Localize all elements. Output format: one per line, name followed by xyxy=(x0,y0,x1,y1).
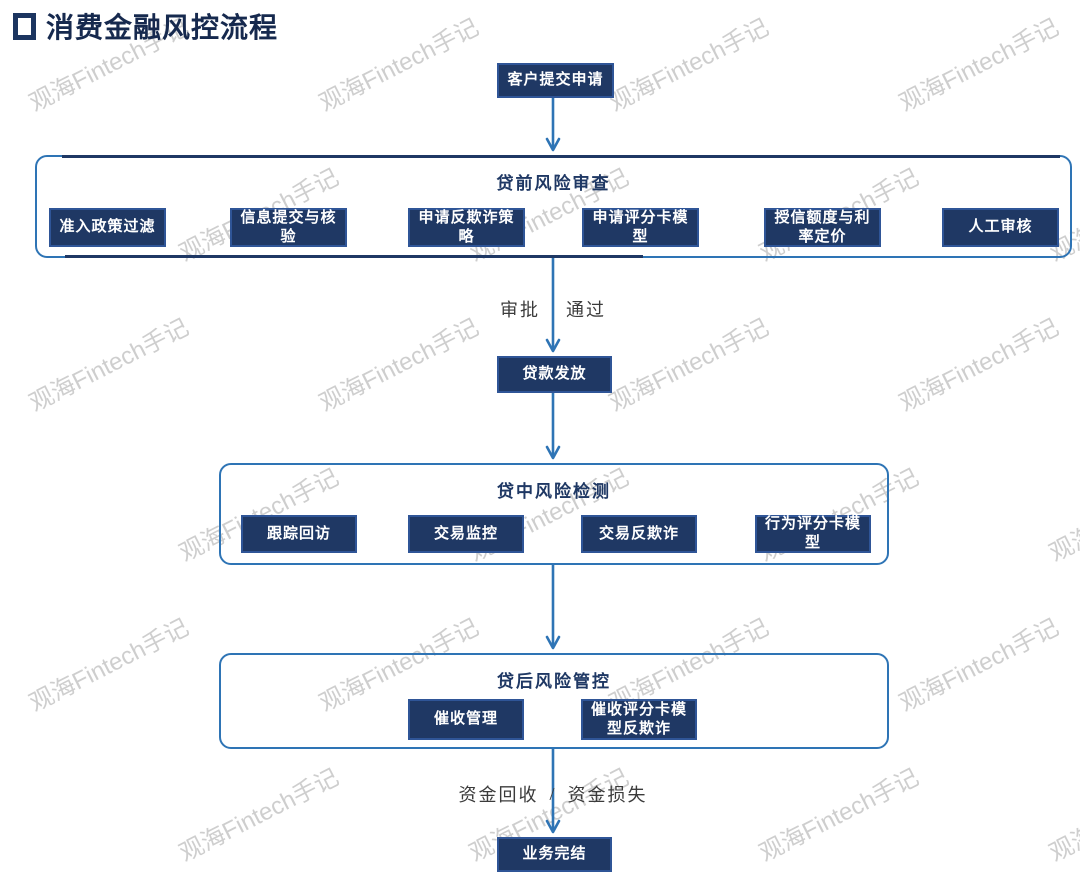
flow-label-outcome-right: 资金损失 xyxy=(567,785,648,805)
box-behavior-scorecard-model: 行为评分卡模 型 xyxy=(755,515,871,553)
node-loan-disbursement: 贷款发放 xyxy=(497,356,612,393)
box-followup-visit: 跟踪回访 xyxy=(241,515,357,553)
box-transaction-monitoring: 交易监控 xyxy=(408,515,524,553)
square-bullet-icon xyxy=(13,12,36,40)
box-collection-management: 催收管理 xyxy=(408,699,524,740)
flow-label-outcome-slash: / xyxy=(549,783,557,804)
box-collection-scorecard-antifraud: 催收评分卡模 型反欺诈 xyxy=(581,699,697,740)
flow-label-outcome: 资金回收 / 资金损失 xyxy=(413,781,693,807)
stage-preloan-review: 贷前风险审查 准入政策过滤 信息提交与核 验 申请反欺诈策 略 申请评分卡模 型… xyxy=(35,155,1072,258)
box-transaction-antifraud: 交易反欺诈 xyxy=(581,515,697,553)
flow-label-approval-left: 审批 xyxy=(500,300,540,320)
title-bar: 消费金融风控流程 xyxy=(13,6,278,46)
flow-label-outcome-left: 资金回收 xyxy=(458,785,539,805)
stage-midloan-monitoring: 贷中风险检测 跟踪回访 交易监控 交易反欺诈 行为评分卡模 型 xyxy=(219,463,889,565)
node-business-complete: 业务完结 xyxy=(497,837,612,872)
stage-bottom-line xyxy=(65,255,644,258)
flow-label-approval-right: 通过 xyxy=(566,300,606,320)
box-info-submission-verification: 信息提交与核 验 xyxy=(230,208,347,247)
stage-title: 贷前风险审查 xyxy=(496,174,611,193)
stage-top-line xyxy=(62,155,1060,158)
box-application-antifraud-strategy: 申请反欺诈策 略 xyxy=(408,208,525,247)
stage-postloan-control: 贷后风险管控 催收管理 催收评分卡模 型反欺诈 xyxy=(219,653,889,749)
stage-title: 贷中风险检测 xyxy=(497,482,611,501)
node-customer-application: 客户提交申请 xyxy=(497,63,614,98)
stage-title: 贷后风险管控 xyxy=(497,672,611,691)
flow-label-approval: 审批 通过 xyxy=(433,296,673,322)
box-manual-review: 人工审核 xyxy=(942,208,1059,247)
box-application-scorecard-model: 申请评分卡模 型 xyxy=(582,208,699,247)
box-credit-limit-pricing: 授信额度与利 率定价 xyxy=(764,208,881,247)
box-admission-policy-filter: 准入政策过滤 xyxy=(49,208,166,247)
page-title: 消费金融风控流程 xyxy=(46,12,279,43)
